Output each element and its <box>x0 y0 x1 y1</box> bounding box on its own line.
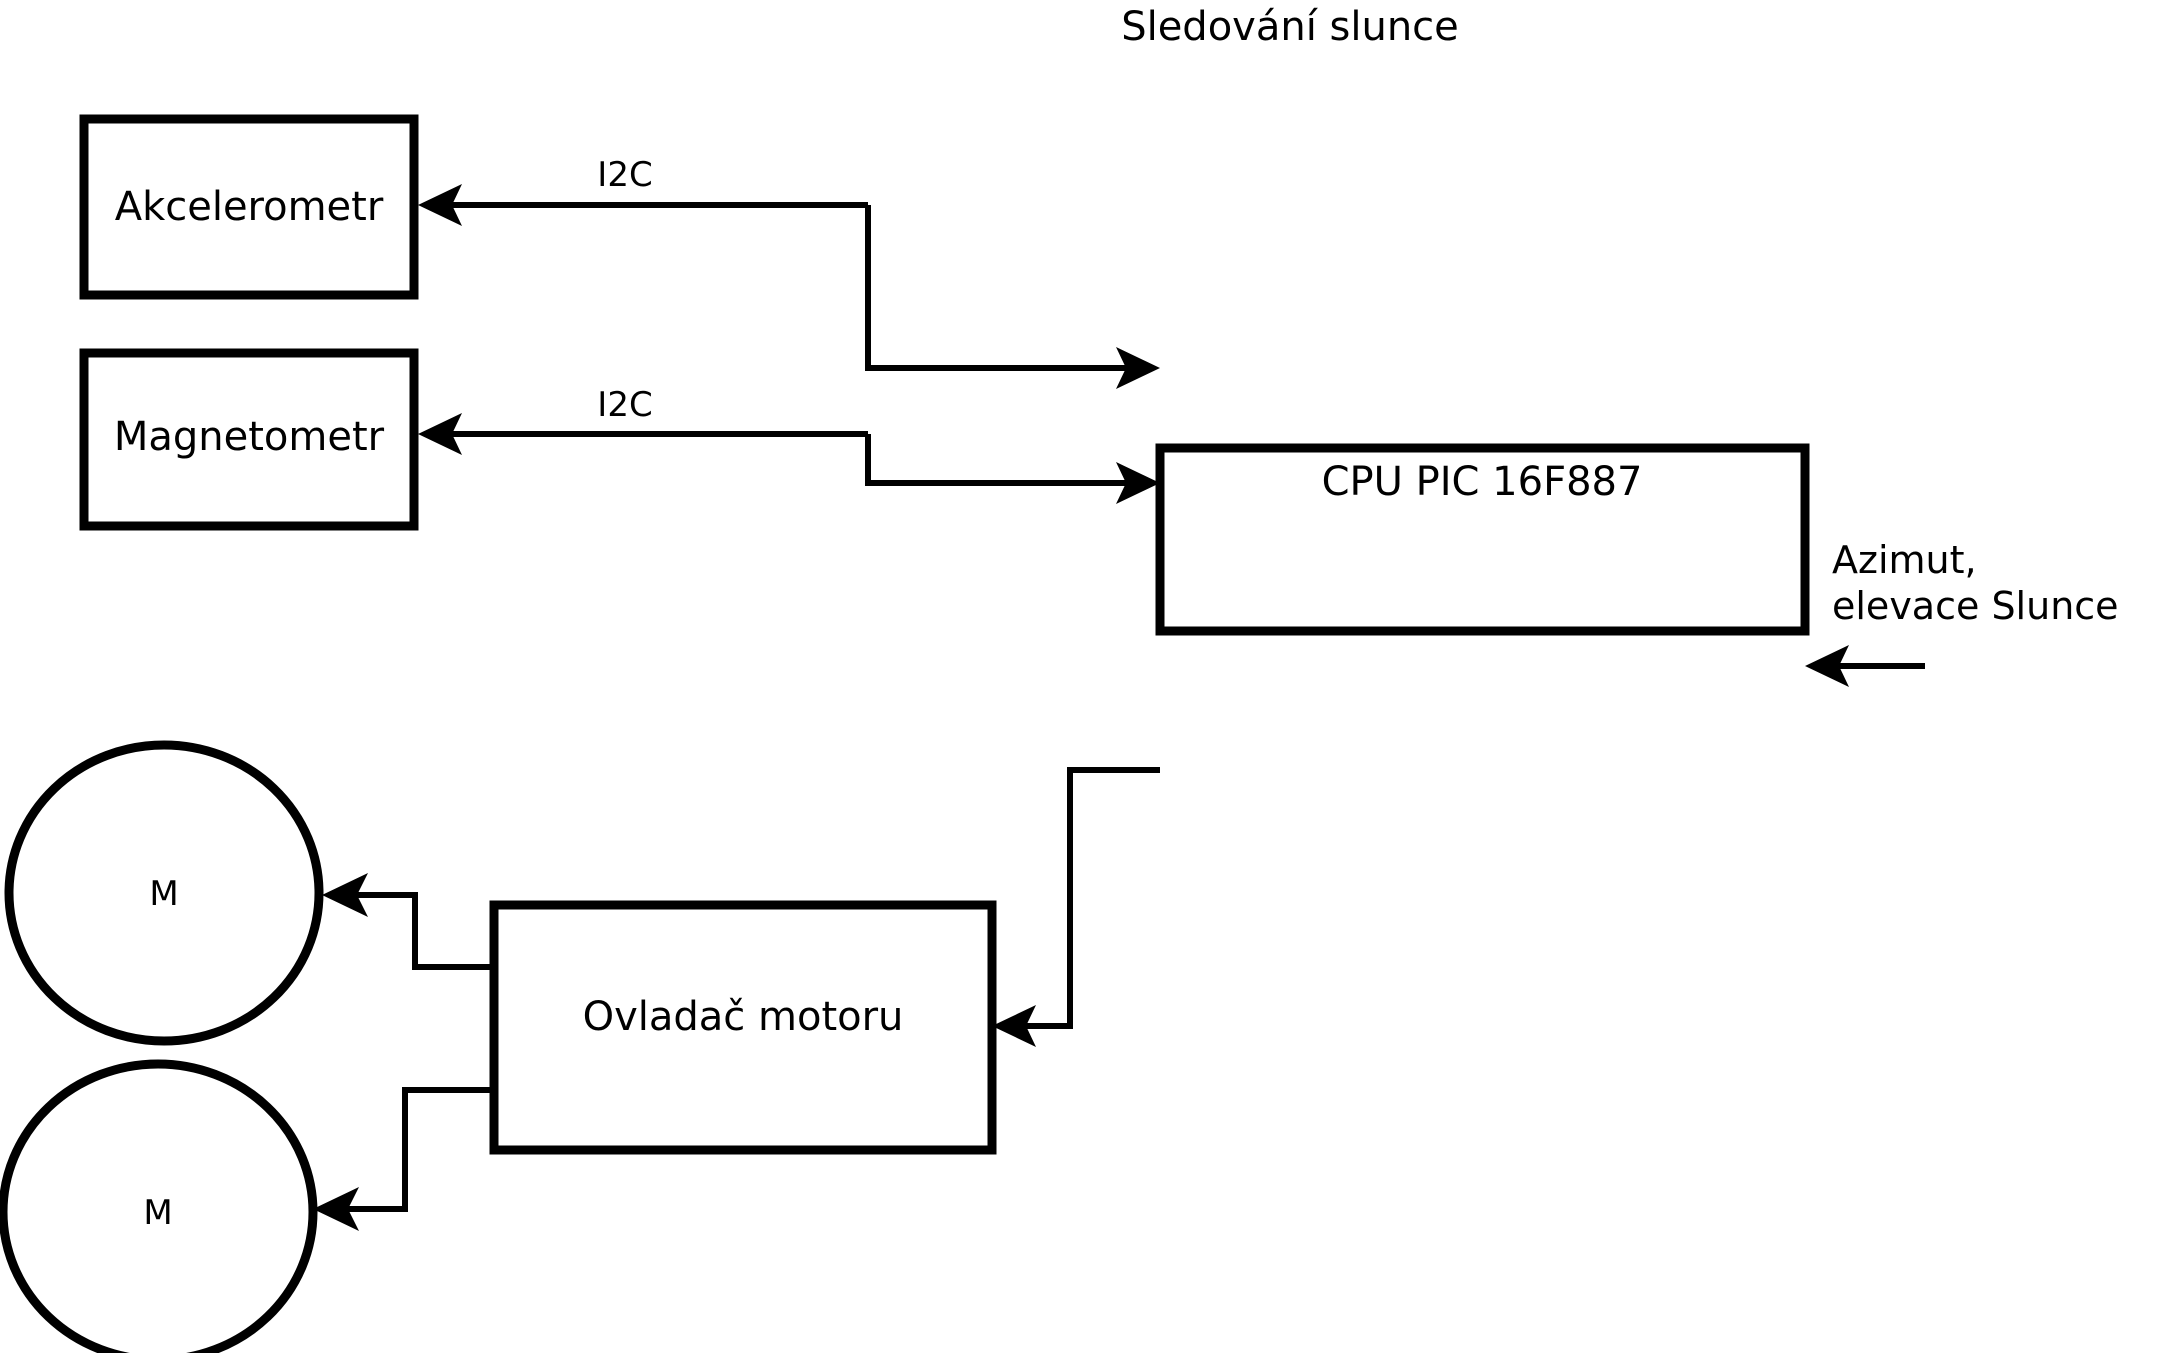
arrowhead-magnetometer-in <box>418 413 462 455</box>
edge-accelerometer-to-cpu <box>865 205 1136 371</box>
edge-cpu-to-motor-driver <box>1018 767 1160 1029</box>
arrowhead-motor-1-in <box>322 873 368 917</box>
i2c-label-accelerometer: I2C <box>597 155 652 195</box>
magnetometer-box[interactable] <box>79 348 419 531</box>
motor-driver-label: Ovladač motoru <box>583 994 904 1040</box>
accelerometer-box[interactable] <box>79 114 419 300</box>
arrowhead-motor-driver-in <box>992 1005 1036 1047</box>
cpu-box[interactable] <box>1155 443 1810 636</box>
motor-1-circle[interactable] <box>4 740 324 1046</box>
magnetometer-label: Magnetometr <box>114 414 385 460</box>
arrowhead-cpu-in-top <box>1116 347 1160 389</box>
cpu-label: CPU PIC 16F887 <box>1322 459 1643 505</box>
motor-driver-box[interactable] <box>489 900 997 1155</box>
page-title: Sledování slunce <box>1121 4 1459 50</box>
i2c-label-magnetometer: I2C <box>597 385 652 425</box>
arrowhead-cpu-in-bottom <box>1116 462 1160 504</box>
motor-2-label: M <box>143 1193 172 1233</box>
arrowhead-cpu-external-in <box>1805 645 1849 687</box>
edge-motor-driver-to-motor-1 <box>350 892 494 970</box>
arrowhead-accelerometer-in <box>418 184 462 226</box>
external-input-label-line1: Azimut, <box>1832 538 1977 582</box>
accelerometer-label: Akcelerometr <box>115 184 384 230</box>
external-input-label-line2: elevace Slunce <box>1832 584 2119 628</box>
edge-magnetometer-to-cpu <box>865 434 1136 486</box>
motor-2-circle[interactable] <box>0 1059 318 1353</box>
motor-1-label: M <box>149 874 178 914</box>
edge-motor-driver-to-motor-2 <box>342 1087 494 1212</box>
arrowhead-motor-2-in <box>313 1187 359 1231</box>
